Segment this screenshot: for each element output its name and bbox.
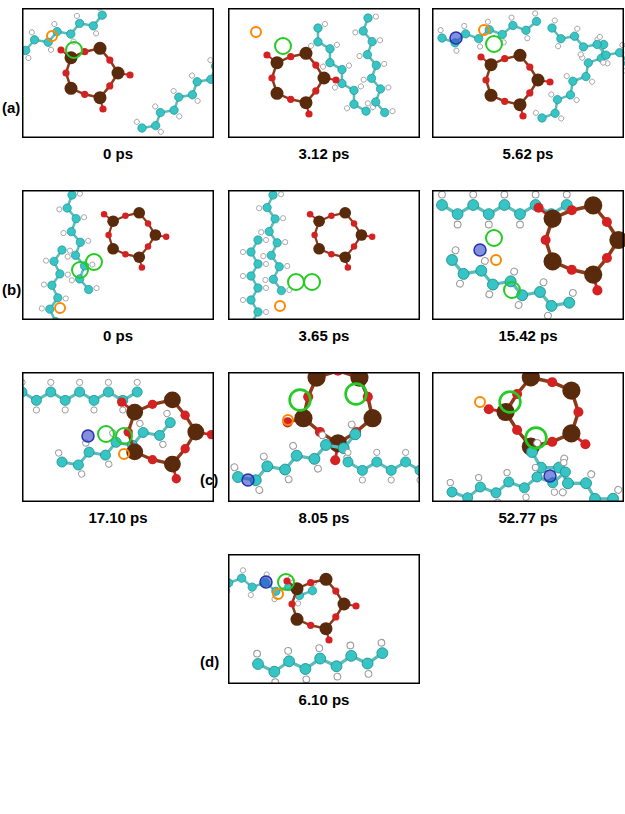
time-caption: 17.10 ps: [88, 510, 147, 527]
time-caption: 52.77 ps: [498, 510, 557, 527]
time-caption: 3.65 ps: [299, 328, 350, 345]
panel-letter: (c): [200, 472, 218, 489]
time-caption: 8.05 ps: [299, 510, 350, 527]
panel-letter: (d): [200, 654, 219, 671]
panel-letter: (a): [2, 100, 20, 117]
time-caption: 5.62 ps: [503, 146, 554, 163]
md-snapshot: [433, 191, 625, 326]
md-snapshot: [229, 190, 420, 340]
md-snapshot: [4, 4, 230, 144]
panel-letter: (b): [2, 282, 21, 299]
time-caption: 6.10 ps: [299, 692, 350, 709]
md-snapshot: [433, 357, 625, 537]
time-caption: 0 ps: [103, 328, 133, 345]
md-snapshot: [211, 555, 419, 688]
md-snapshot: [23, 189, 214, 351]
md-snapshot: [17, 373, 216, 502]
time-caption: 15.42 ps: [498, 328, 557, 345]
md-snapshot: [433, 9, 625, 138]
time-caption: 3.12 ps: [299, 146, 350, 163]
time-caption: 0 ps: [103, 146, 133, 163]
md-snapshot: [229, 9, 420, 138]
